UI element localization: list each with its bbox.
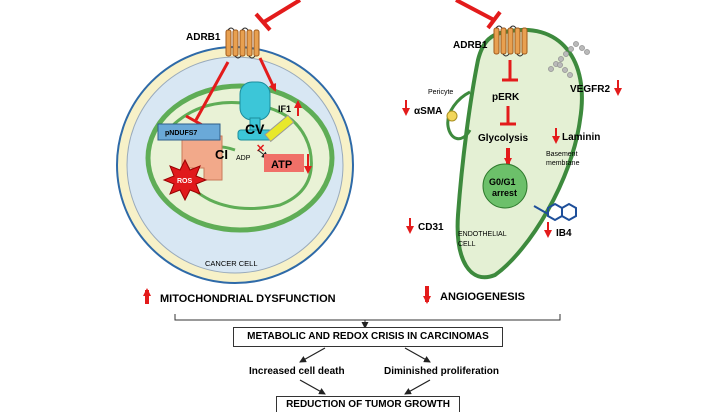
arrest-line2: arrest [492,188,517,198]
pndufs7-label: pNDUFS7 [165,130,197,137]
result-box: REDUCTION OF TUMOR GROWTH [276,396,460,412]
inhibition-top-endothelial [455,0,502,30]
if1-bar [264,114,295,143]
arrow-adrb1-to-cv [258,57,277,92]
adrb1-label-endothelial: ADRB1 [453,40,488,51]
cv-label: CV [245,121,265,137]
crisis-to-death-arrow [299,347,326,363]
crisis-box: METABOLIC AND REDOX CRISIS IN CARCINOMAS [233,327,503,347]
atp-label: ATP [271,159,292,171]
death-label: Increased cell death [249,366,345,377]
angiogenesis-label: ANGIOGENESIS [440,291,525,303]
basement-membrane-line2: membrane [546,160,580,167]
ros-label: ROS [177,178,193,185]
arrest-line1: G0/G1 [489,177,516,187]
vegfr2-receptor [548,41,590,78]
basement-membrane-line1: Basement [546,151,578,158]
glycolysis-label: Glycolysis [478,133,528,144]
death-to-result-arrow [299,379,326,395]
inhibition-perk-to-glycolysis [500,106,516,126]
endothelial-cell-line1: ENDOTHELIAL [458,231,507,238]
atp-box [264,154,304,172]
adrb1-label-cancer: ADRB1 [186,32,221,43]
ci-label: CI [215,147,228,162]
perk-label: pERK [492,92,520,103]
endothelial-cell-line2: CELL [458,241,476,248]
proliferation-label: Diminished proliferation [384,366,499,377]
ros-burst [162,158,208,202]
ib4-molecule [533,202,577,222]
cancer-cell-label: CANCER CELL [205,259,258,268]
crisis-to-proliferation-arrow [404,347,431,363]
if1-label: IF1 [278,104,291,114]
adrb1-receptor-cancer [225,27,260,59]
summary-bracket [174,314,561,321]
cd31-label: CD31 [418,222,444,233]
cancer-cell [116,46,354,284]
vegfr2-label: VEGFR2 [570,84,610,95]
pericyte [446,90,472,141]
ib4-label: IB4 [556,228,572,239]
adp-label: ADP [236,155,251,162]
proliferation-to-result-arrow [404,379,431,395]
inhibition-top-cancer [254,0,302,32]
asma-label: αSMA [414,106,442,117]
inhibition-adrb1-to-perk [502,60,518,82]
adrb1-receptor-endothelial [493,25,528,57]
laminin-label: Laminin [562,132,600,143]
pericyte-label: Pericyte [428,89,453,96]
mito-dysfunction-label: MITOCHONDRIAL DYSFUNCTION [160,293,336,305]
blocked-x-icon: ✕ [256,143,265,155]
pndufs7-box [157,123,221,141]
nucleus [482,163,528,209]
endothelial-cell [455,28,584,280]
pericyte-nucleus [446,110,458,122]
